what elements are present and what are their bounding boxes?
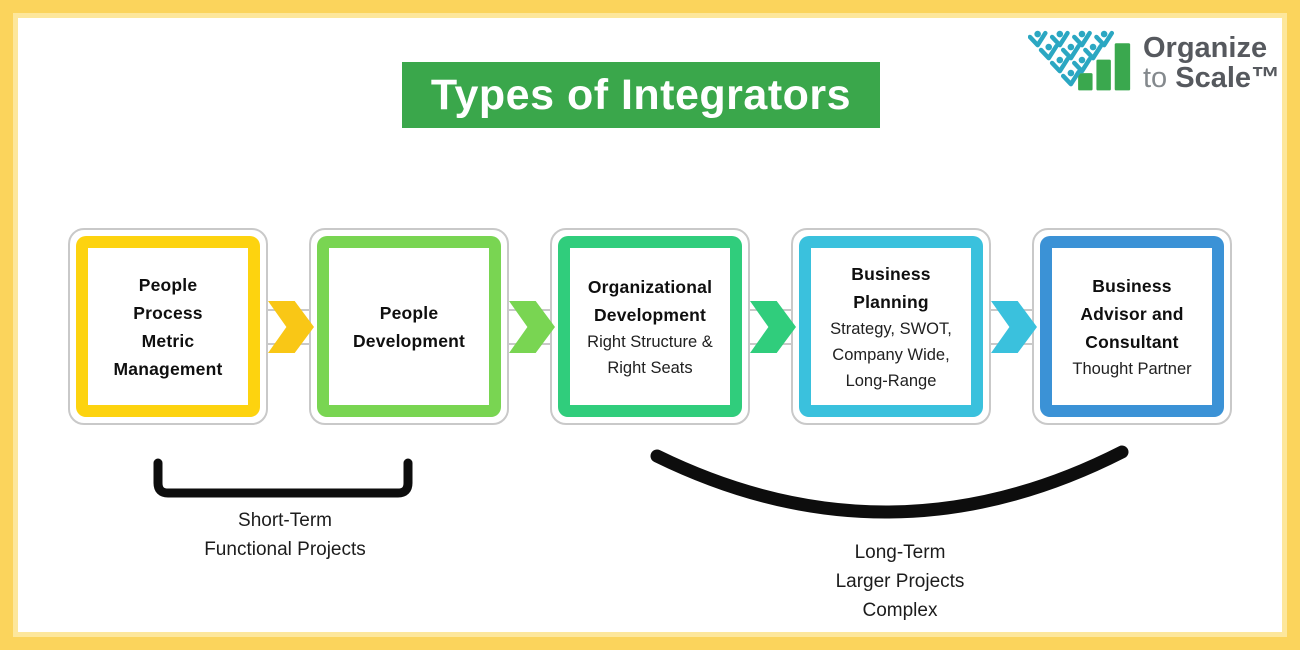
long-term-label-line: Long-Term: [854, 542, 946, 563]
box-title-line: Metric: [141, 330, 195, 351]
long-term-label-line: Larger Projects: [835, 571, 965, 592]
long-term-curve: [650, 445, 1129, 519]
box-title-line: Business: [851, 263, 931, 284]
box-colored-border: Business Planning Strategy, SWOT, Compan…: [799, 236, 983, 417]
box-title-line: Development: [352, 330, 466, 351]
box-subtitle-line: Thought Partner: [1072, 359, 1192, 378]
box-business-planning: Business Planning Strategy, SWOT, Compan…: [791, 228, 991, 425]
page-title: Types of Integrators: [430, 70, 852, 119]
short-term-label-line: Short-Term: [238, 510, 332, 531]
box-business-advisor-consultant: Business Advisor and Consultant Thought …: [1032, 228, 1232, 425]
brand-name-line1: Organize: [1143, 32, 1268, 64]
box-colored-border: People Development: [317, 236, 501, 417]
brand-name-scale: Scale™: [1175, 62, 1281, 94]
box-subtitle-line: Right Structure &: [587, 332, 713, 351]
logo-graphic-icon: [1028, 30, 1131, 91]
box-title-line: People: [379, 302, 439, 323]
short-term-label-line: Functional Projects: [204, 539, 366, 560]
box-people-process-metric-management: People Process Metric Management: [68, 228, 268, 425]
box-title-line: People: [138, 274, 198, 295]
brand-name: Organize to Scale™: [1143, 30, 1280, 93]
box-subtitle-line: Company Wide,: [832, 345, 950, 364]
box-title-line: Process: [133, 302, 203, 323]
brand-name-line2: to Scale™: [1143, 63, 1280, 93]
box-colored-border: Business Advisor and Consultant Thought …: [1040, 236, 1224, 417]
box-title-line: Consultant: [1085, 331, 1179, 352]
brand-name-to: to: [1143, 62, 1176, 94]
long-term-label-line: Complex: [862, 600, 938, 621]
long-term-label: Long-Term Larger Projects Complex: [750, 538, 1050, 625]
box-title-line: Planning: [853, 291, 929, 312]
box-title-line: Development: [593, 304, 707, 325]
brand-logo: Organize to Scale™: [1028, 30, 1280, 93]
title-banner: Types of Integrators: [402, 62, 880, 128]
logo-bars-icon: [1078, 43, 1131, 91]
box-colored-border: Organizational Development Right Structu…: [558, 236, 742, 417]
short-term-bracket: [153, 458, 413, 498]
box-organizational-development: Organizational Development Right Structu…: [550, 228, 750, 425]
box-title-line: Advisor and: [1080, 303, 1184, 324]
box-title-line: Management: [113, 358, 223, 379]
box-colored-border: People Process Metric Management: [76, 236, 260, 417]
box-subtitle-line: Long-Range: [845, 371, 937, 390]
box-subtitle-line: Strategy, SWOT,: [830, 319, 952, 338]
box-people-development: People Development: [309, 228, 509, 425]
box-title-line: Organizational: [587, 276, 713, 297]
box-subtitle-line: Right Seats: [607, 358, 693, 377]
box-title-line: Business: [1092, 275, 1172, 296]
short-term-label: Short-Term Functional Projects: [135, 506, 435, 564]
